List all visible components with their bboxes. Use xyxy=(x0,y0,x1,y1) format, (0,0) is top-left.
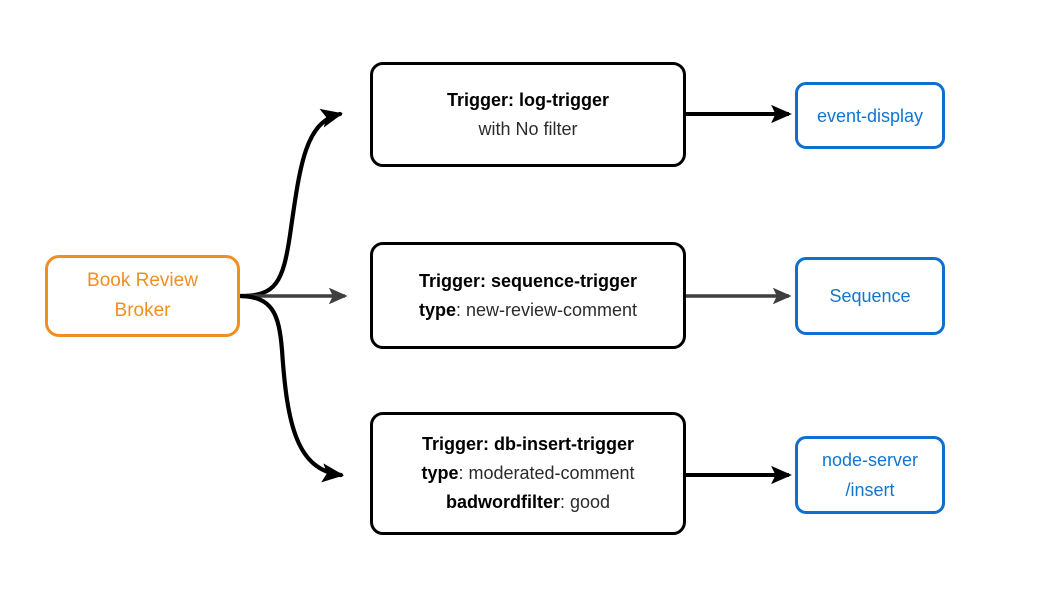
edge-broker-to-log-trigger xyxy=(238,108,343,299)
edge-broker-to-db-insert-trigger xyxy=(238,293,345,483)
db-insert-trigger-title: Trigger: db-insert-trigger xyxy=(422,430,634,459)
sequence-trigger-title: Trigger: sequence-trigger xyxy=(419,267,637,296)
log-trigger-detail: with No filter xyxy=(478,115,577,144)
node-server-label-line1: node-server xyxy=(821,450,919,470)
sequence-trigger-title-value: sequence-trigger xyxy=(490,270,638,291)
db-insert-trigger-extra: badwordfilter: good xyxy=(446,488,610,517)
log-trigger-detail-value: with No filter xyxy=(478,118,578,139)
node-book-review-broker[interactable]: Book Review Broker xyxy=(45,255,240,337)
event-display-label: event-display xyxy=(816,105,924,126)
node-node-server-insert[interactable]: node-server /insert xyxy=(795,436,945,514)
node-log-trigger[interactable]: Trigger: log-trigger with No filter xyxy=(370,62,686,167)
log-trigger-title: Trigger: log-trigger xyxy=(447,86,609,115)
node-db-insert-trigger[interactable]: Trigger: db-insert-trigger type: moderat… xyxy=(370,412,686,535)
db-insert-trigger-title-key: Trigger: xyxy=(421,434,489,454)
sequence-trigger-title-key: Trigger: xyxy=(418,270,486,291)
sequence-trigger-detail-value: : new-review-comment xyxy=(455,299,638,320)
db-insert-trigger-extra-value: : good xyxy=(559,492,611,512)
log-trigger-title-key: Trigger: xyxy=(446,89,514,110)
node-sequence-trigger[interactable]: Trigger: sequence-trigger type: new-revi… xyxy=(370,242,686,349)
sequence-trigger-detail-key: type xyxy=(418,299,456,320)
db-insert-trigger-detail-value: : moderated-comment xyxy=(458,463,635,483)
sequence-trigger-detail: type: new-review-comment xyxy=(419,296,637,325)
node-server-label-line2: /insert xyxy=(845,480,895,500)
db-insert-trigger-title-value: db-insert-trigger xyxy=(494,434,635,454)
broker-label-line2: Broker xyxy=(114,300,171,321)
db-insert-trigger-detail: type: moderated-comment xyxy=(421,459,634,488)
log-trigger-title-value: log-trigger xyxy=(519,89,610,110)
node-event-display[interactable]: event-display xyxy=(795,82,945,149)
broker-label-line1: Book Review xyxy=(87,270,198,291)
sequence-label: Sequence xyxy=(829,286,911,306)
node-sequence[interactable]: Sequence xyxy=(795,257,945,335)
db-insert-trigger-extra-key: badwordfilter xyxy=(445,492,560,512)
db-insert-trigger-detail-key: type xyxy=(421,463,459,483)
